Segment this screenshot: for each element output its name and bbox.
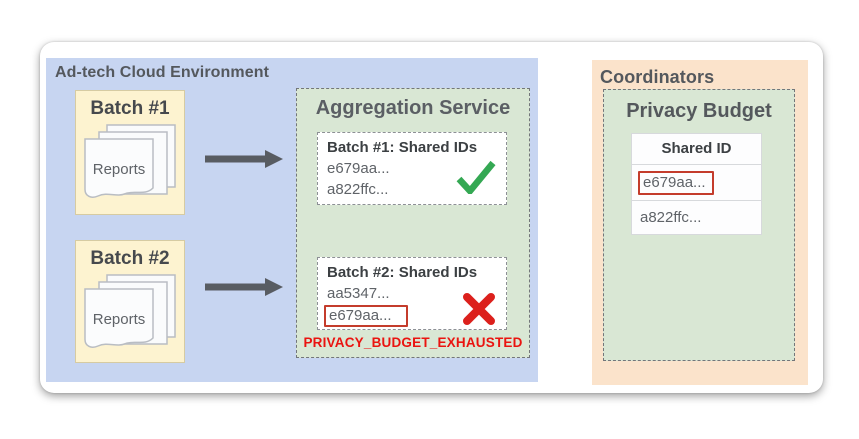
error-x-icon — [463, 293, 495, 325]
adtech-environment-panel: Ad-tech Cloud Environment Batch #1 Repor… — [46, 58, 538, 382]
paper-sheets-icon — [84, 274, 176, 348]
batch-2-card: Batch #2 Reports — [75, 240, 185, 363]
flagged-shared-id: e679aa... — [638, 171, 714, 196]
reports-label: Reports — [92, 311, 146, 328]
flagged-shared-id: e679aa... — [324, 305, 408, 327]
table-row: e679aa... — [632, 165, 761, 201]
table-header-shared-id: Shared ID — [632, 134, 761, 165]
shared-id-table: Shared ID e679aa... a822ffc... — [631, 133, 762, 235]
privacy-budget-exhausted-label: PRIVACY_BUDGET_EXHAUSTED — [303, 335, 523, 350]
shared-id-value: e679aa... — [327, 160, 390, 177]
success-checkmark-icon — [456, 160, 496, 194]
adtech-environment-title: Ad-tech Cloud Environment — [55, 64, 270, 81]
aggregation-service-panel: Aggregation Service Batch #1: Shared IDs… — [296, 88, 530, 358]
coordinators-panel: Coordinators Privacy Budget Shared ID e6… — [592, 60, 808, 385]
reports-label: Reports — [92, 161, 146, 178]
shared-id-value: e679aa... — [324, 304, 506, 327]
shared-id-value: aa5347... — [327, 285, 390, 302]
result-title: Batch #2: Shared IDs — [327, 264, 478, 281]
paper-sheets-icon — [84, 124, 176, 198]
shared-id-value: a822ffc... — [327, 181, 389, 198]
reports-stack-icon: Reports — [83, 274, 177, 356]
reports-stack-icon: Reports — [83, 124, 177, 206]
flow-arrow-icon — [205, 150, 283, 168]
batch-2-title: Batch #2 — [90, 248, 170, 269]
privacy-budget-panel: Privacy Budget Shared ID e679aa... a822f… — [603, 89, 795, 361]
privacy-budget-title: Privacy Budget — [626, 100, 772, 122]
result-title: Batch #1: Shared IDs — [327, 139, 478, 156]
diagram-card: Ad-tech Cloud Environment Batch #1 Repor… — [40, 42, 823, 393]
flow-arrow-icon — [205, 278, 283, 296]
table-row: a822ffc... — [640, 209, 702, 226]
batch-1-title: Batch #1 — [90, 98, 170, 119]
coordinators-title: Coordinators — [600, 67, 715, 87]
batch-1-card: Batch #1 Reports — [75, 90, 185, 215]
aggregation-service-title: Aggregation Service — [315, 97, 511, 119]
batch-1-result-card: Batch #1: Shared IDs e679aa... a822ffc..… — [317, 132, 507, 205]
batch-2-result-card: Batch #2: Shared IDs aa5347... e679aa... — [317, 257, 507, 330]
